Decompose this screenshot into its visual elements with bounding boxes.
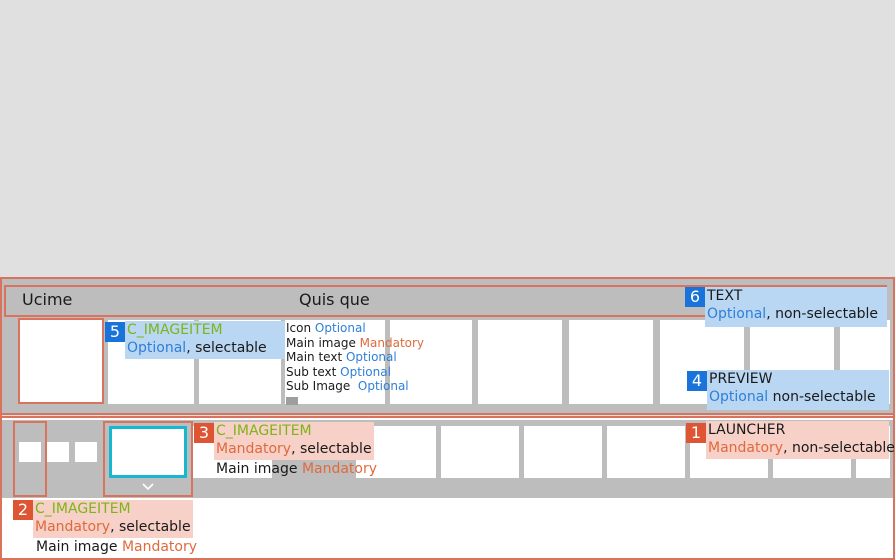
meta-row-sub-image: Sub Image Optional [286,379,409,393]
launcher-frame [0,416,895,560]
title-center-text: Quis que [299,290,370,309]
callout-6-number: 6 [685,287,705,307]
callout-1-number: 1 [686,423,706,443]
focused-item-frame [103,421,193,497]
callout-6-label: TEXT Optional, non-selectable [705,287,887,327]
preview-tile [478,320,562,404]
launcher-small-item[interactable] [75,442,97,462]
callout-2-label: C_IMAGEITEM Mandatory, selectable [33,500,193,538]
launcher-small-item[interactable] [19,442,41,462]
callout-4-number: 4 [687,371,707,391]
callout-3-label: C_IMAGEITEM Mandatory, selectable [214,422,374,460]
small-item-frame [13,421,47,497]
meta-row-sub-text: Sub text Optional [286,364,391,379]
callout-1-label: LAUNCHER Mandatory, non-selectable [706,421,895,459]
callout-3-extra: Main image Mandatory [216,461,378,477]
meta-row-main-text: Main text Optional [286,350,397,364]
preview-item-frame [18,318,104,404]
preview-tile-main [285,320,385,404]
preview-tile [390,320,472,404]
launcher-tile[interactable] [607,426,685,478]
launcher-tile[interactable] [524,426,602,478]
preview-tile [569,320,653,404]
meta-row-icon: Icon Optional [286,321,366,335]
preview-meta-list: Icon Optional Main image Mandatory Main … [286,321,424,394]
preview-item-tile[interactable] [20,320,102,402]
callout-2-number: 2 [13,500,33,520]
launcher-small-item[interactable] [47,442,69,462]
callout-2-extra: Main image Mandatory [36,539,198,555]
launcher-tile[interactable] [441,426,519,478]
callout-5-number: 5 [105,322,125,342]
meta-row-main-image: Main image Mandatory [286,335,425,350]
chevron-down-icon[interactable] [141,482,155,491]
callout-4-label: PREVIEW Optional non-selectable [707,370,889,410]
launcher-focused-item[interactable] [109,426,187,478]
callout-5-label: C_IMAGEITEM Optional, selectable [125,321,285,359]
title-left-text: Ucime [22,290,73,309]
callout-3-number: 3 [194,423,214,443]
preview-sub-image [286,397,298,405]
preview-frame [0,277,895,415]
